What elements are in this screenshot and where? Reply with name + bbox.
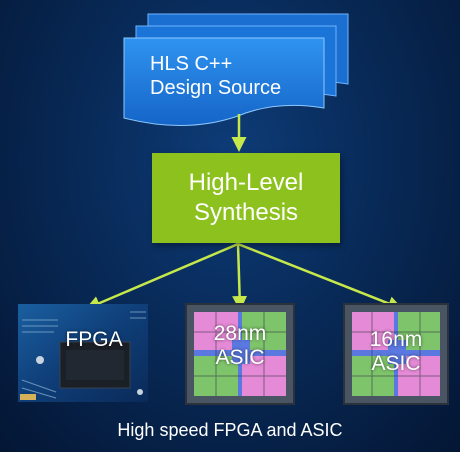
arrow-synthesis-to-asic16 (237, 242, 403, 311)
arrow-synthesis-to-asic28 (232, 243, 248, 311)
source-label: HLS C++ Design Source (150, 53, 282, 99)
synthesis-label: High-Level Synthesis (188, 169, 304, 226)
asic-16nm-label: 16nm ASIC (369, 328, 423, 375)
arrow-synthesis-to-fpga (85, 242, 239, 311)
asic-28nm-die-icon (185, 303, 295, 405)
asic-28nm-label: 28nm ASIC (213, 322, 267, 369)
fpga-board-photo (18, 304, 148, 402)
caption: High speed FPGA and ASIC (117, 420, 343, 440)
flow-arrows (85, 114, 403, 311)
fpga-label: FPGA (65, 328, 123, 351)
asic-16nm-die-icon (343, 303, 449, 405)
high-level-synthesis-box (152, 153, 340, 243)
stacked-documents-icon (123, 13, 349, 127)
